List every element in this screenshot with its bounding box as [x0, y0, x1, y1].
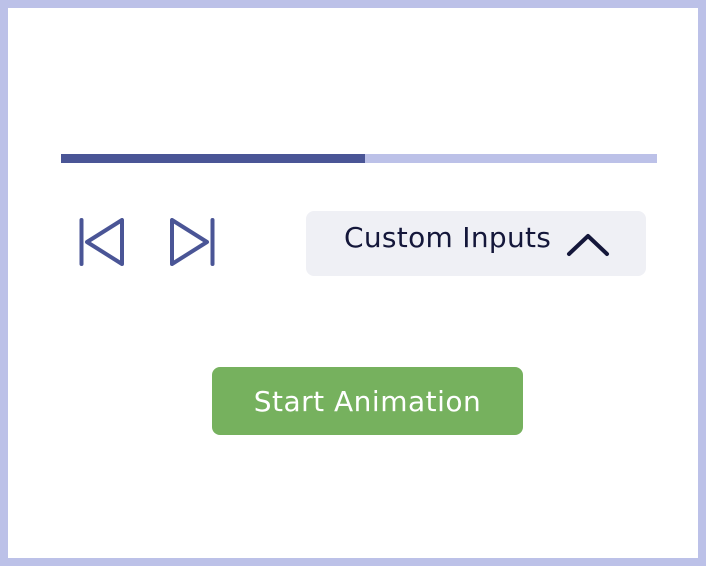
custom-inputs-label: Custom Inputs: [344, 221, 552, 254]
skip-back-icon: [79, 218, 124, 266]
progress-bar: [61, 154, 657, 163]
progress-bar-fill: [61, 154, 365, 163]
start-animation-button[interactable]: Start Animation: [212, 367, 523, 435]
chevron-up-icon: [567, 234, 609, 256]
custom-inputs-toggle[interactable]: Custom Inputs: [306, 211, 646, 276]
skip-back-button[interactable]: [78, 218, 126, 268]
skip-forward-icon: [170, 218, 215, 266]
skip-forward-button[interactable]: [168, 218, 216, 268]
